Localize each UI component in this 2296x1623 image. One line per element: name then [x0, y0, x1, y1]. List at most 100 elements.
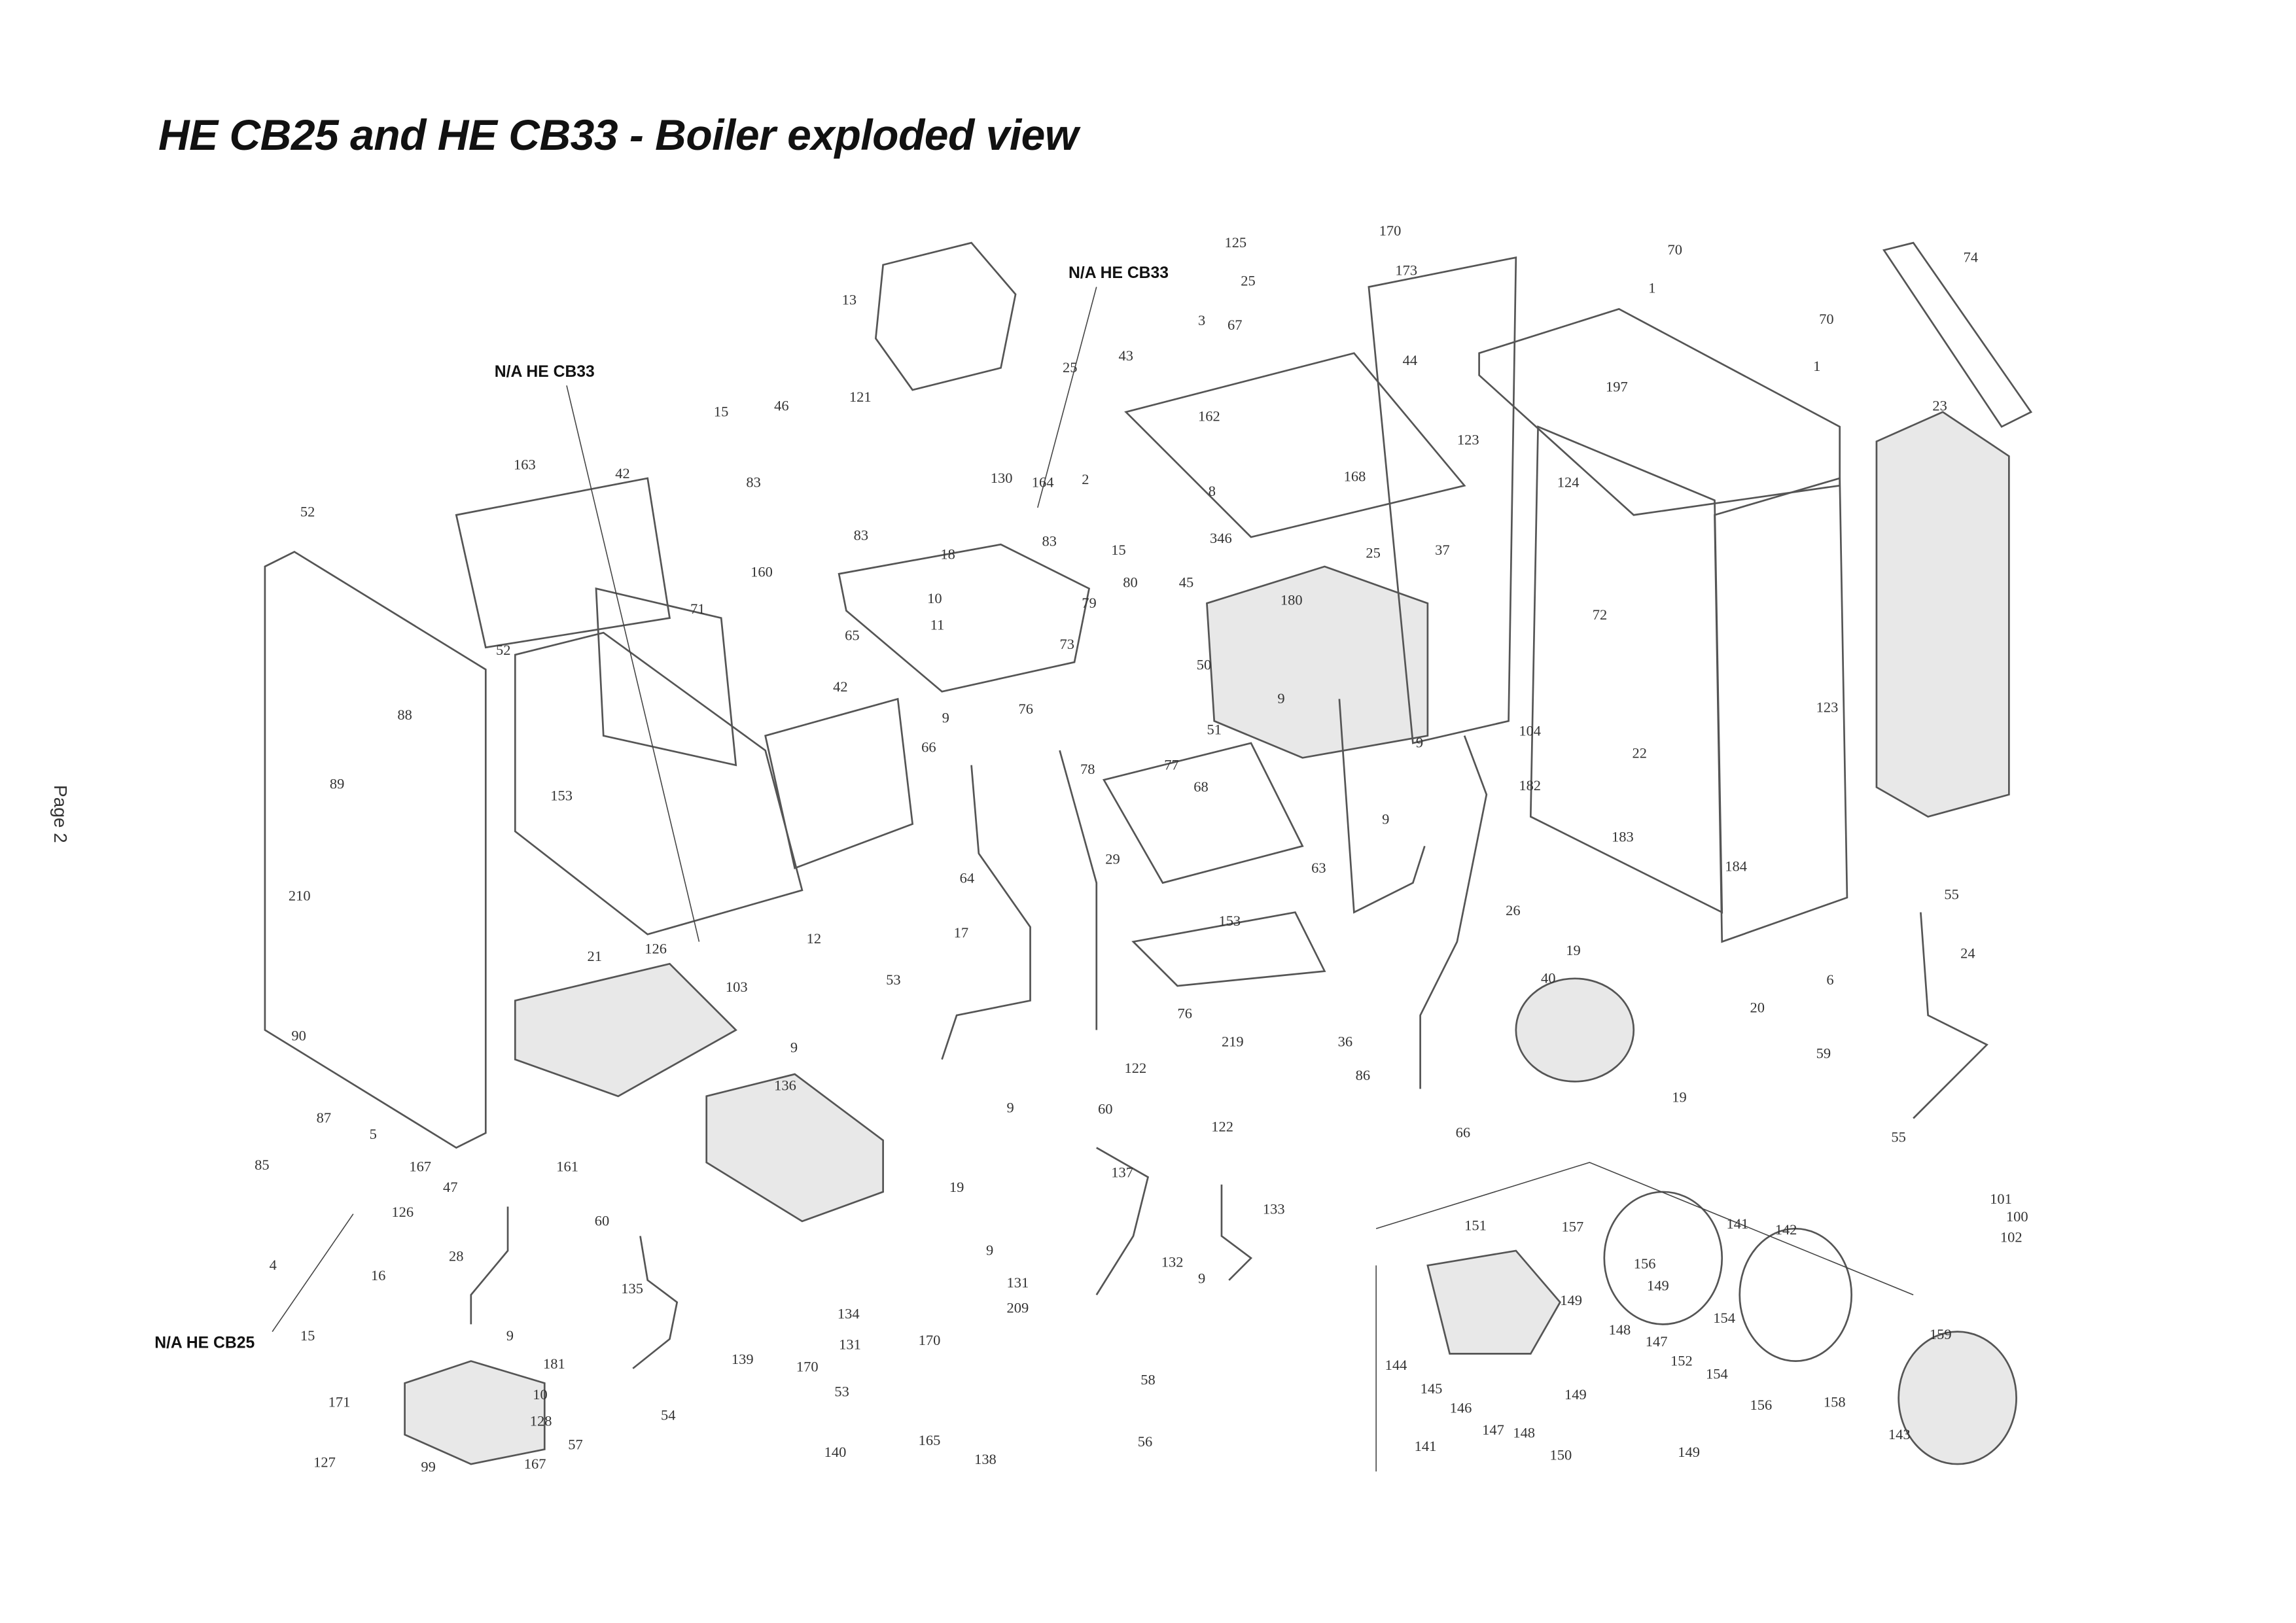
part-number-label: 173	[1395, 262, 1417, 279]
part-number-label: 170	[919, 1332, 941, 1348]
part-number-label: 135	[621, 1280, 643, 1297]
part-number-label: 10	[927, 590, 942, 606]
part-number-label: 8	[1209, 483, 1216, 499]
part-number-label: 147	[1646, 1333, 1668, 1350]
part-number-label: 5	[370, 1126, 377, 1142]
part-number-label: 149	[1564, 1386, 1587, 1403]
part-number-label: 70	[1819, 311, 1833, 327]
pipe-24	[1913, 912, 1988, 1119]
part-number-label: 83	[746, 474, 760, 491]
part-number-label: 141	[1415, 1438, 1437, 1454]
part-number-label: 71	[690, 601, 705, 617]
part-number-label: 80	[1123, 574, 1137, 590]
part-number-label: 164	[1032, 474, 1054, 491]
part-number-label: 64	[960, 870, 974, 886]
part-number-label: 25	[1241, 272, 1255, 288]
part-number-label: 101	[1990, 1191, 2012, 1207]
insulation-panel	[455, 477, 671, 649]
part-number-label: 197	[1606, 378, 1628, 394]
part-number-label: 143	[1888, 1426, 1911, 1442]
part-number-label: 21	[588, 948, 602, 964]
part-number-label: 76	[1177, 1005, 1192, 1022]
part-number-label: 182	[1519, 777, 1541, 794]
part-number-label: 9	[506, 1327, 514, 1344]
part-number-label: 1	[1648, 280, 1655, 296]
part-number-label: 76	[1019, 701, 1033, 717]
combustion-chamber-back	[514, 631, 804, 935]
part-number-label: 77	[1164, 756, 1178, 773]
part-number-label: 52	[496, 642, 510, 658]
part-number-label: 210	[289, 888, 311, 904]
flue-plate	[1124, 352, 1466, 538]
part-number-label: 46	[774, 398, 788, 414]
part-number-label: 157	[1562, 1219, 1584, 1235]
part-number-label: 139	[732, 1351, 754, 1367]
part-number-label: 219	[1222, 1033, 1244, 1049]
part-number-label: 86	[1356, 1067, 1370, 1083]
part-number-label: 160	[751, 564, 773, 580]
part-number-label: 51	[1207, 721, 1221, 737]
part-number-label: 13	[842, 292, 857, 308]
part-number-label: 184	[1725, 858, 1747, 875]
part-number-label: 9	[1007, 1099, 1014, 1115]
part-number-label: 19	[949, 1179, 964, 1195]
part-number-label: 126	[391, 1204, 414, 1220]
drip-tray	[1102, 742, 1304, 884]
part-number-label: 25	[1366, 544, 1380, 561]
part-number-label: 100	[2006, 1208, 2028, 1225]
part-number-label: 150	[1550, 1446, 1572, 1463]
part-number-label: 56	[1138, 1433, 1152, 1450]
part-number-label: 165	[919, 1432, 941, 1448]
back-panel	[1368, 256, 1517, 744]
part-number-label: 9	[1382, 811, 1389, 828]
part-number-label: 90	[291, 1027, 306, 1043]
part-number-label: 130	[991, 470, 1013, 486]
part-number-label: 132	[1161, 1254, 1184, 1270]
part-number-label: 42	[615, 465, 629, 481]
part-number-label: 154	[1706, 1366, 1728, 1382]
pipe-28	[470, 1206, 509, 1325]
note-na-he-cb33-left: N/A HE CB33	[495, 363, 595, 381]
part-number-label: 180	[1280, 591, 1303, 608]
part-number-label: 167	[409, 1158, 431, 1174]
pipe-63	[1338, 699, 1426, 914]
part-number-label: 60	[595, 1213, 609, 1229]
part-number-label: 104	[1519, 723, 1541, 739]
part-number-label: 42	[833, 678, 847, 695]
part-number-label: 43	[1119, 347, 1133, 364]
primary-heat-exchanger	[1206, 565, 1429, 759]
part-number-label: 149	[1560, 1292, 1582, 1308]
part-number-label: 74	[1964, 249, 1978, 265]
pipe-132	[1095, 1147, 1150, 1296]
part-number-label: 66	[921, 739, 936, 755]
part-number-label: 123	[1457, 431, 1479, 447]
part-number-label: 168	[1344, 468, 1366, 485]
part-number-label: 9	[1416, 735, 1423, 751]
part-number-label: 162	[1198, 408, 1220, 424]
part-number-label: 9	[986, 1242, 993, 1259]
diaphragm	[1739, 1227, 1853, 1362]
part-number-label: 85	[255, 1157, 269, 1173]
part-number-label: 17	[954, 924, 968, 941]
part-number-label: 88	[397, 707, 412, 723]
note-leader-cb33-top	[1037, 287, 1097, 508]
part-number-label: 134	[838, 1305, 860, 1321]
part-number-label: 163	[514, 457, 536, 473]
part-number-label: 170	[1379, 222, 1402, 239]
part-number-label: 131	[839, 1336, 861, 1353]
part-number-label: 78	[1080, 761, 1095, 777]
part-number-label: 79	[1082, 595, 1096, 611]
insulation-panel-71	[595, 587, 737, 767]
part-number-label: 28	[449, 1248, 463, 1265]
part-number-label: 1	[1813, 358, 1820, 374]
pump-body	[1898, 1331, 2017, 1465]
part-number-label: 6	[1826, 971, 1833, 988]
heat-exchanger	[838, 543, 1091, 693]
part-number-label: 57	[568, 1437, 582, 1453]
part-number-label: 149	[1678, 1444, 1700, 1460]
part-number-label: 138	[974, 1451, 997, 1467]
part-number-label: 144	[1385, 1357, 1407, 1373]
part-number-label: 19	[1672, 1089, 1686, 1106]
part-number-label: 145	[1421, 1380, 1443, 1397]
